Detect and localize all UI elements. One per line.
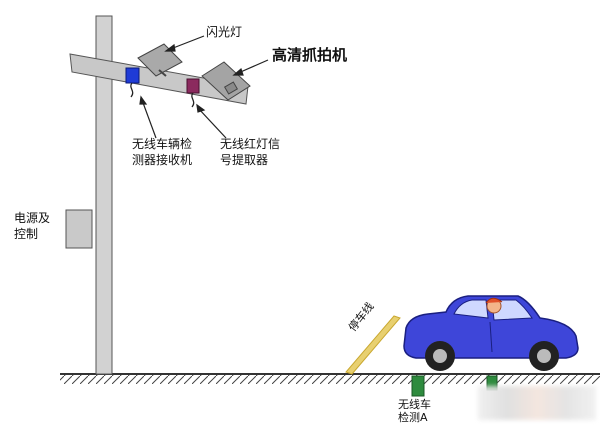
power-control-box [65, 209, 93, 249]
receiver-label-line2: 测器接收机 [132, 153, 193, 167]
ground [60, 373, 600, 384]
detector-label-line2: 检测A [398, 411, 428, 424]
signal-extractor-device [186, 78, 200, 108]
pointer-lines [139, 35, 269, 139]
pole [95, 15, 113, 375]
power-label: 电源及 控制 [14, 210, 50, 242]
extractor-label-line1: 无线红灯信 [220, 137, 281, 151]
blurred-watermark [478, 386, 596, 420]
receiver-label-line1: 无线车辆检 [132, 137, 193, 151]
hd-camera-label: 高清抓拍机 [272, 46, 348, 64]
stop-line [345, 315, 401, 375]
flash-label: 闪光灯 [206, 25, 243, 39]
car [403, 295, 579, 371]
power-label-line1: 电源及 [14, 211, 51, 225]
ground-detectors [411, 375, 498, 397]
driver [485, 297, 503, 314]
cross-arm [69, 53, 249, 105]
flash-unit [137, 43, 183, 77]
detector-a [411, 375, 425, 397]
detector-label-line1: 无线车 [398, 398, 431, 411]
detector-label: 无线车 检测A [398, 398, 431, 424]
extractor-label: 无线红灯信 号提取器 [220, 136, 280, 168]
power-label-line2: 控制 [14, 227, 39, 241]
wireless-receiver-device [125, 67, 140, 98]
hd-camera [201, 61, 251, 101]
extractor-label-line2: 号提取器 [220, 153, 269, 167]
receiver-label: 无线车辆检 测器接收机 [132, 136, 192, 168]
